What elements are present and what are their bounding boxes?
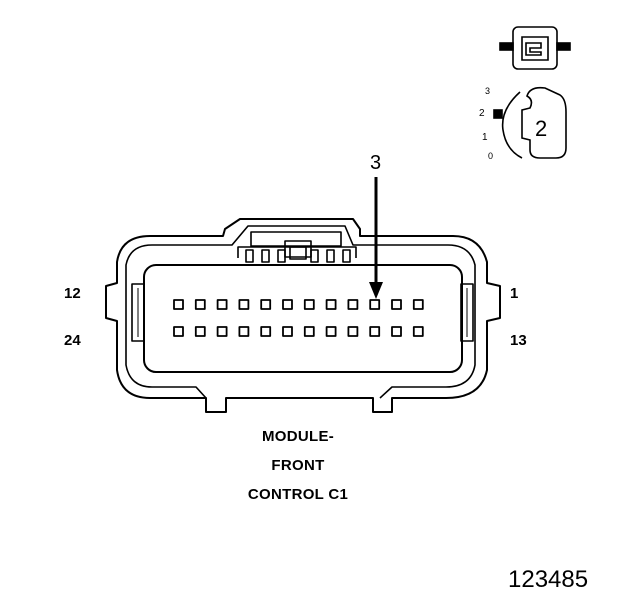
figure-number: 123485 — [508, 566, 589, 593]
pin-cavity — [325, 299, 337, 310]
pin-cavity-face — [143, 264, 463, 373]
pin-cavity — [260, 299, 272, 310]
pin-cavity — [173, 326, 184, 337]
pin-cavity — [238, 326, 250, 337]
tpa-position-1: 1 — [482, 132, 488, 143]
tpa-side-icon — [493, 86, 567, 159]
tpa-position-2: 2 — [479, 108, 485, 119]
pin-cavity — [194, 326, 206, 337]
pin-cavity — [325, 326, 337, 337]
pin-cavity — [303, 326, 315, 337]
pin-label-bottom-left: 24 — [64, 332, 81, 349]
connector-caption-line-2: FRONT — [271, 457, 325, 474]
pin-cavity — [347, 326, 359, 337]
pin-cavity — [347, 299, 359, 310]
callout-arrow — [369, 177, 383, 299]
tpa-position-3: 3 — [485, 86, 491, 96]
pin-cavity — [194, 299, 206, 310]
pin-cavity — [238, 299, 250, 310]
pin-cavity — [282, 326, 293, 337]
pin-cavity — [282, 299, 293, 310]
pin-cavity — [412, 326, 424, 337]
connector-housing-outer — [105, 218, 501, 413]
tpa-top-icon — [499, 26, 571, 70]
lock-tab — [237, 231, 357, 263]
pin-cavity — [216, 326, 228, 337]
pin-cavity — [303, 299, 315, 310]
tpa-position-0: 0 — [488, 151, 494, 161]
pin-cavity — [216, 299, 228, 310]
pin-cavity — [260, 326, 272, 337]
connector-caption-line-3: CONTROL C1 — [247, 486, 349, 503]
pin-cavity — [173, 299, 184, 310]
right-latch — [460, 283, 474, 342]
pin-cavities — [173, 299, 424, 337]
pin-cavity — [369, 299, 381, 310]
pin-cavity — [369, 326, 381, 337]
tpa-selected-position: 2 — [535, 116, 548, 141]
connector-housing-inner — [125, 225, 476, 399]
pin-cavity — [391, 299, 402, 310]
pin-label-top-left: 12 — [64, 285, 81, 302]
connector-caption-line-1: MODULE- — [261, 428, 335, 445]
pin-cavity — [391, 326, 402, 337]
pin-label-top-right: 1 — [510, 285, 519, 302]
left-latch — [131, 283, 145, 342]
pin-label-bottom-right: 13 — [510, 332, 527, 349]
pin-cavity — [412, 299, 424, 310]
pin-callout-number: 3 — [370, 152, 382, 174]
